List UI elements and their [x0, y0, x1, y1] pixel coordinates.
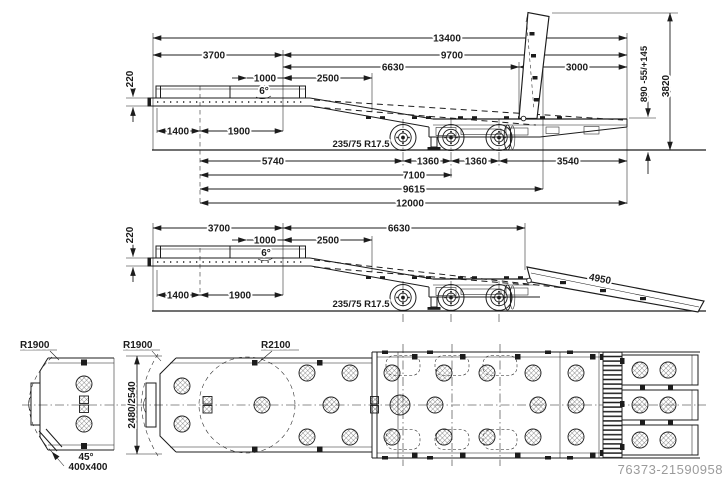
dim-neck-offset: 1000: [254, 74, 277, 85]
front-detail-view: R1900 45° 400x400: [18, 338, 115, 475]
dim-neck-length: 2500: [317, 74, 340, 85]
dim-drawbar-rear: 1900: [229, 291, 252, 302]
drawbar-eye: [30, 382, 41, 426]
dim-deck-length: 6630: [388, 224, 411, 235]
dim-deck-angle: 6°: [259, 86, 269, 97]
turning-radius-label: R2100: [261, 340, 291, 351]
dim-deck-length: 6630: [382, 63, 405, 74]
wheel: [389, 284, 417, 311]
dim-axle-spacing-2: 1360: [465, 157, 488, 168]
overall-width-label: 2480/2540: [127, 381, 138, 429]
watermark: 76373-21590958: [618, 462, 723, 477]
chamfer-size-label: 400x400: [69, 462, 108, 473]
dim-overall-length: 13400: [433, 34, 461, 45]
dim-drawbar-rear: 1900: [228, 127, 251, 138]
deck-tie-downs: [366, 276, 523, 279]
dim-ramp-section: 3000: [566, 63, 589, 74]
turning-radius-circle: [198, 356, 296, 454]
wheel: [485, 284, 516, 311]
front-lip: [147, 97, 151, 107]
lashing-points: [252, 350, 596, 460]
dim-front-to-first-axle: 5740: [262, 157, 285, 168]
swing-radius-label: R1900: [123, 340, 153, 351]
dim-front-step-height: 220: [125, 226, 136, 243]
dim-loading-height: 890 -55/+145: [639, 45, 650, 102]
angle-arc: [255, 95, 272, 100]
dim-front-length: 3700: [208, 224, 231, 235]
dimension-lines: [130, 225, 526, 298]
front-detail-radius-label: R1900: [20, 340, 50, 351]
beavertail: [539, 126, 628, 138]
trailer-body-ramps-up: [147, 11, 706, 151]
tyre-size-label: 235/75 R17.5: [332, 139, 390, 150]
drawbar-eye: [145, 382, 157, 428]
plan-view: R1900 45° 400x400: [18, 338, 706, 475]
swing-radius-arc: [28, 356, 53, 453]
dim-front-step-height: 220: [125, 70, 136, 87]
front-chamfers: [159, 357, 177, 453]
dim-rear-length: 9700: [441, 51, 464, 62]
tyre-footprints: [385, 355, 518, 450]
ramp-hinge: [526, 277, 532, 284]
gooseneck-slope: [309, 97, 434, 120]
angle-arc: [257, 257, 274, 262]
load-pads: [173, 364, 585, 446]
dim-neck-length: 2500: [317, 236, 340, 247]
support-leg: [430, 296, 438, 308]
dim-front-to-second-axle: 7100: [403, 171, 426, 182]
dim-rear-overhang: 3540: [557, 157, 580, 168]
wheel: [437, 124, 465, 151]
side-view-ramps-up: 13400 3700 9700 6630 3000 1000 2500 220 …: [123, 11, 706, 211]
dim-drawbar-front: 1400: [167, 127, 190, 138]
dim-neck-offset: 1000: [254, 236, 277, 247]
ramp-raised: [518, 11, 550, 122]
dim-front-to-rear: 12000: [396, 199, 424, 210]
rear-grating: [602, 351, 623, 459]
wheel: [485, 124, 516, 151]
ramp-lowered: [526, 266, 705, 313]
wheel: [389, 124, 417, 151]
ramp-hinge: [520, 115, 527, 122]
support-leg: [430, 136, 438, 148]
swing-radius-arc: [140, 353, 159, 405]
dim-front-to-deck-end: 9615: [403, 185, 426, 196]
plan-main-body: R1900 R2100 2480/2540: [121, 338, 700, 466]
dimension-lines: [130, 12, 673, 206]
rear-ramp-flaps: [620, 354, 699, 456]
trailer-body-ramps-down: [147, 245, 706, 313]
dim-deck-angle: 6°: [261, 248, 271, 259]
dim-overall-height: 3820: [661, 74, 672, 97]
wheel: [437, 284, 465, 311]
side-view-ramps-down: 3700 6630 1000 2500 220 6° 1400 1900 235…: [123, 222, 706, 322]
dim-axle-spacing-1: 1360: [417, 157, 440, 168]
chamfer-angle-label: 45°: [78, 452, 93, 463]
tyre-size-label: 235/75 R17.5: [332, 299, 390, 310]
dim-drawbar-front: 1400: [167, 291, 190, 302]
dim-front-length: 3700: [203, 51, 226, 62]
